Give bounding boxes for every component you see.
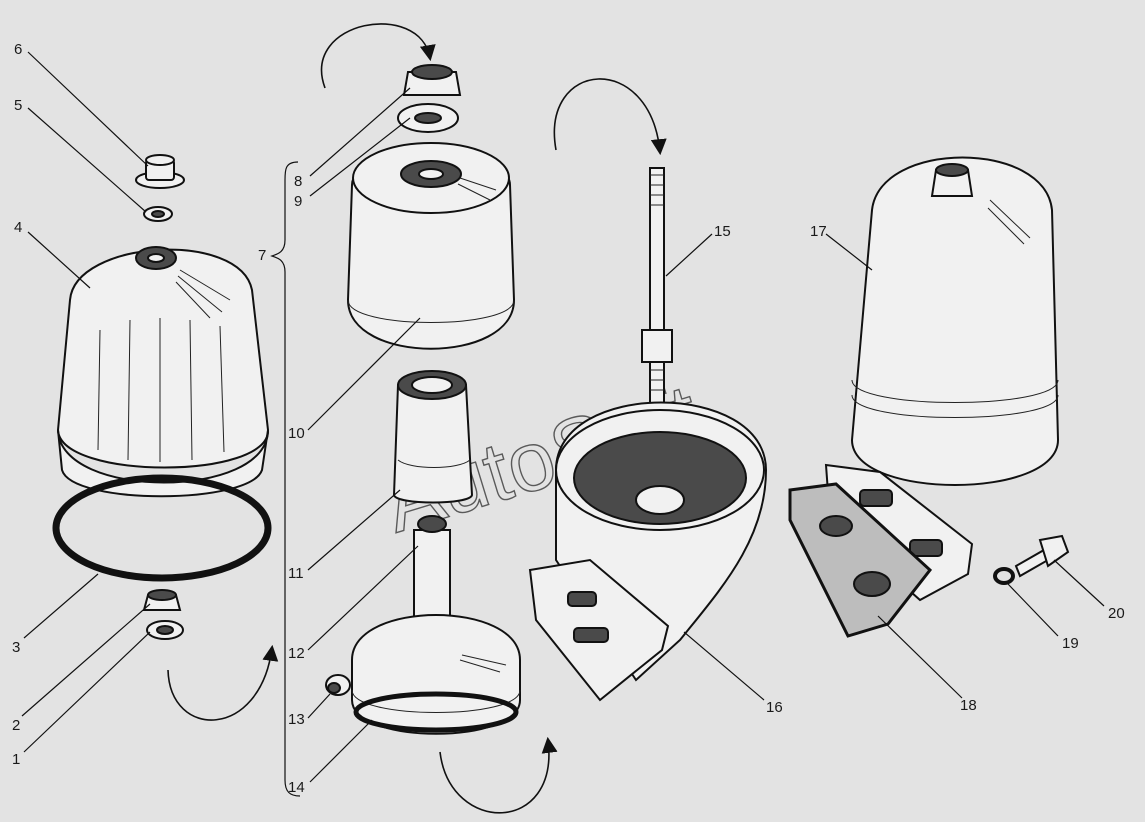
rotation-arrow-top xyxy=(321,23,436,89)
part-label-18: 18 xyxy=(960,697,977,714)
part-label-5: 5 xyxy=(14,97,22,114)
part-label-8: 8 xyxy=(294,173,302,190)
part-label-15: 15 xyxy=(714,223,731,240)
element-nut xyxy=(402,64,462,96)
mounting-gasket xyxy=(788,482,933,638)
bottom-nut xyxy=(142,589,182,611)
part-label-2: 2 xyxy=(12,717,20,734)
part-label-13: 13 xyxy=(288,711,305,728)
plug-washer xyxy=(143,206,173,222)
part-label-12: 12 xyxy=(288,645,305,662)
filter-element xyxy=(346,142,516,350)
leader-lines xyxy=(21,51,1105,783)
part-label-4: 4 xyxy=(14,219,22,236)
part-label-10: 10 xyxy=(288,425,305,442)
element-washer xyxy=(397,103,459,133)
part-label-17: 17 xyxy=(810,223,827,240)
part-label-7: 7 xyxy=(258,247,266,264)
rotation-arrow-left xyxy=(167,644,279,721)
rotation-arrow-body xyxy=(553,78,667,156)
element-base xyxy=(351,515,521,735)
part-label-16: 16 xyxy=(766,699,783,716)
rotation-arrow-bottom xyxy=(439,736,558,814)
part-label-6: 6 xyxy=(14,41,22,58)
part-label-14: 14 xyxy=(288,779,305,796)
housing-seal-ring xyxy=(52,474,272,582)
part-label-1: 1 xyxy=(12,751,20,768)
threaded-rod xyxy=(641,167,673,419)
filter-body xyxy=(528,401,768,702)
part-label-9: 9 xyxy=(294,193,302,210)
cap-plug xyxy=(135,154,185,189)
bolt xyxy=(1014,534,1070,578)
spring-washer xyxy=(993,567,1015,585)
center-tube xyxy=(392,370,474,504)
bottom-washer xyxy=(146,620,184,640)
small-plug xyxy=(325,674,351,696)
assembled-filter xyxy=(824,156,1060,602)
filter-housing-cap xyxy=(56,246,270,498)
part-label-3: 3 xyxy=(12,639,20,656)
part-label-19: 19 xyxy=(1062,635,1079,652)
part-label-20: 20 xyxy=(1108,605,1125,622)
part-label-11: 11 xyxy=(288,565,304,582)
group-bracket-7 xyxy=(270,161,301,797)
